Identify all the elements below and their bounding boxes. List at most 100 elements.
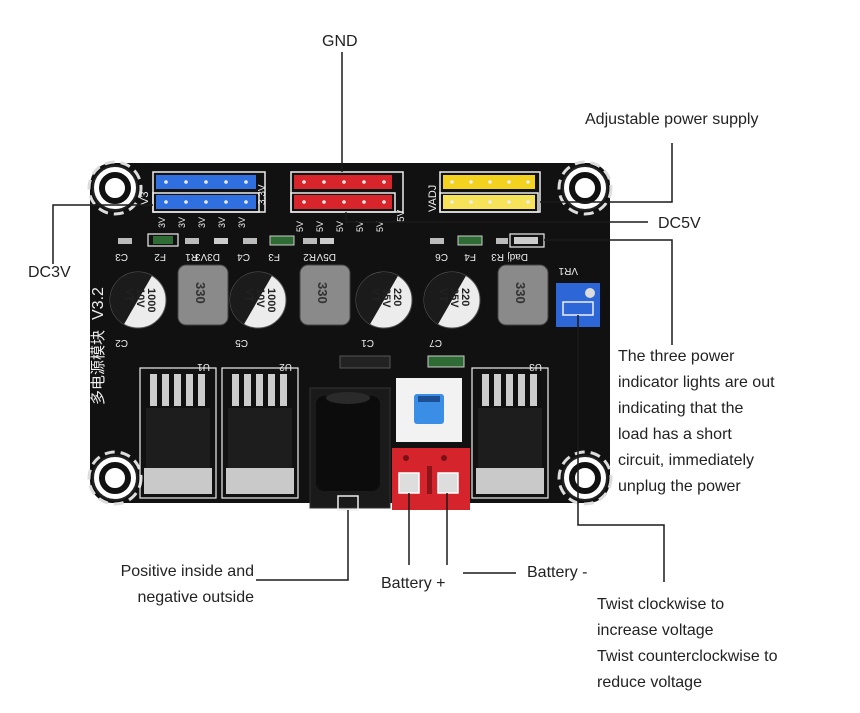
regulator-pin [482, 374, 489, 406]
header-pin [488, 180, 492, 184]
regulator-pin [530, 374, 537, 406]
silk-ref-f2: F2 [154, 251, 166, 262]
header-pin [184, 200, 188, 204]
battery-plus-screw [398, 472, 420, 494]
header-pin [204, 180, 208, 184]
silk-v3: V3 [139, 192, 151, 205]
mounting-hole-top-left [87, 160, 143, 216]
capacitor-stripe [110, 272, 152, 325]
callout-battery-minus: Battery - [527, 564, 588, 581]
header-pin [322, 180, 326, 184]
regulator-pin [256, 374, 263, 406]
pin-label-3v: 3V [217, 217, 227, 228]
header-pin [164, 200, 168, 204]
leader-dc3v [52, 204, 153, 264]
header-pin [507, 180, 511, 184]
header-pin [469, 200, 473, 204]
leader-jack [256, 510, 349, 581]
header-pin [362, 180, 366, 184]
header-pin [224, 180, 228, 184]
regulator-pin [506, 374, 513, 406]
dc-jack [309, 387, 391, 511]
inductor [177, 264, 229, 326]
mounting-hole-bottom-left [87, 450, 143, 506]
pin-label-3v: 3V [177, 217, 187, 228]
header-pin [469, 180, 473, 184]
smd-row [118, 233, 545, 248]
silk-ic-ref: U2 [279, 361, 292, 372]
header-pin [302, 180, 306, 184]
silk-ref-f3: F3 [268, 251, 280, 262]
callout-indicator-note: The three power indicator lights are out… [618, 348, 775, 495]
regulator-pin [518, 374, 525, 406]
pin-label-3v: 3V [237, 217, 247, 228]
inductor-value: 330 [315, 282, 330, 304]
capacitor-marking: 35V [380, 288, 392, 308]
silk-5v: 5V [396, 209, 407, 222]
regulator-body [228, 408, 292, 468]
header-pin [322, 200, 326, 204]
pin-label-5v: 5V [315, 221, 325, 232]
capacitor-marking: VT [123, 288, 135, 302]
capacitor-marking: VT [243, 288, 255, 302]
silk-ref-c4: C4 [237, 251, 250, 262]
pin-label-3v: 3V [157, 217, 167, 228]
silk-ref-dadj: Dadj [507, 251, 528, 262]
header-pin [526, 180, 530, 184]
capacitor-stripe [424, 272, 466, 325]
capacitor-marking: 10V [134, 288, 146, 308]
header-pin [184, 180, 188, 184]
header-pin [342, 180, 346, 184]
header-pin [450, 200, 454, 204]
pin-label-3v: 3V [197, 217, 207, 228]
regulator-pin [244, 374, 251, 406]
battery-terminal-block [392, 448, 470, 510]
capacitor-marking: 1000 [145, 288, 157, 312]
regulator-outline [139, 367, 217, 499]
regulator-pin [198, 374, 205, 406]
silk-ref-c3: C3 [115, 251, 128, 262]
regulator-pin [268, 374, 275, 406]
header-pin [382, 200, 386, 204]
silk-ref-d3v3: D3V3 [195, 251, 220, 262]
leader-indicator [544, 239, 673, 345]
header-pin [526, 200, 530, 204]
capacitor-marking: 220 [459, 288, 471, 306]
callout-potentiometer-note: Twist clockwise to increase voltage Twis… [597, 596, 778, 691]
capacitor-marking: 1000 [265, 288, 277, 312]
leader-dc5v [345, 212, 648, 223]
header-pin [488, 200, 492, 204]
regulator-pin [494, 374, 501, 406]
mounting-hole-bottom-right [557, 450, 613, 506]
pin-label-5v: 5V [355, 221, 365, 232]
silk-ic-ref: U3 [529, 361, 542, 372]
silk-ref-f4: F4 [464, 251, 476, 262]
header-pin [507, 200, 511, 204]
capacitor-stripe [230, 272, 272, 325]
inductor-value: 330 [513, 282, 528, 304]
silk-cap-ref: C7 [429, 337, 442, 348]
capacitor-stripe [356, 272, 398, 325]
regulator-tab [144, 468, 212, 494]
callout-dc5v: DC5V [658, 215, 701, 232]
leader-potentiometer [577, 315, 665, 582]
silk-ref-r1: R1 [185, 251, 198, 262]
silk-ref-r3: R3 [491, 251, 504, 262]
silk-cap-ref: C5 [235, 337, 248, 348]
fuse-f1 [427, 355, 465, 368]
silk-cap-ref: C2 [115, 337, 128, 348]
header-pins [164, 180, 530, 204]
header-pin [244, 180, 248, 184]
potentiometer-vr1: VR1 [556, 265, 600, 327]
pin-label-5v: 5V [335, 221, 345, 232]
header-pin [362, 200, 366, 204]
leader-lines [52, 52, 673, 582]
callout-adjustable-supply: Adjustable power supply [585, 111, 759, 128]
header-pin [244, 200, 248, 204]
regulator-body [146, 408, 210, 468]
inductor [299, 264, 351, 326]
